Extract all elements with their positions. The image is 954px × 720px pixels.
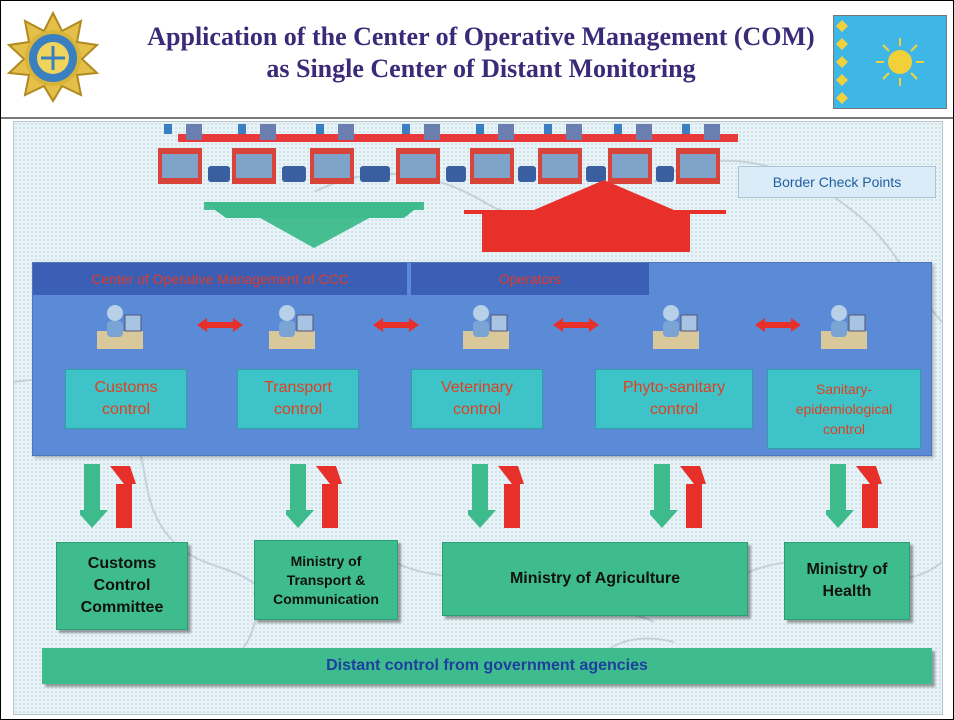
outbound-flow-arrow — [464, 180, 726, 252]
data-exchange-arrows — [80, 464, 136, 528]
flow-arrows — [204, 180, 726, 252]
slide-title: Application of the Center of Operative M… — [111, 21, 851, 85]
data-exchange-arrows — [650, 464, 706, 528]
truck-icons — [208, 166, 674, 182]
operator-icon — [653, 305, 699, 349]
inbound-flow-arrow-body — [204, 202, 424, 218]
operator-icon — [821, 305, 867, 349]
operator-icon — [97, 305, 143, 349]
ministry-of-agriculture-box: Ministry of Agriculture — [442, 542, 748, 616]
distant-control-banner: Distant control from government agencies — [42, 648, 932, 684]
kazakhstan-customs-emblem — [7, 11, 99, 103]
border-check-points-illustration — [158, 124, 738, 184]
double-arrow-icon — [373, 318, 419, 332]
flag-sun-icon — [876, 38, 924, 86]
flag-ornament — [834, 16, 850, 108]
center-of-operative-management-panel: Center of Operative Management of CCC Op… — [32, 262, 932, 456]
data-exchange-arrows — [826, 464, 882, 528]
double-arrow-icon — [553, 318, 599, 332]
slide-header: Application of the Center of Operative M… — [1, 1, 953, 119]
diagram-area: Border Check Points Center of Operative … — [13, 121, 943, 715]
operator-icon — [463, 305, 509, 349]
tab-operators: Operators — [411, 263, 649, 295]
checkpoint-buildings — [158, 124, 720, 184]
double-arrow-icon — [755, 318, 801, 332]
data-exchange-arrows — [286, 464, 342, 528]
border-check-points-label: Border Check Points — [738, 166, 936, 198]
data-exchange-arrows — [468, 464, 524, 528]
double-arrow-icon — [197, 318, 243, 332]
tab-center-of-operative-management: Center of Operative Management of CCC — [33, 263, 407, 295]
title-line-2: as Single Center of Distant Monitoring — [266, 54, 696, 83]
operator-icon — [269, 305, 315, 349]
kazakhstan-flag — [833, 15, 947, 109]
title-line-1: Application of the Center of Operative M… — [147, 22, 815, 51]
